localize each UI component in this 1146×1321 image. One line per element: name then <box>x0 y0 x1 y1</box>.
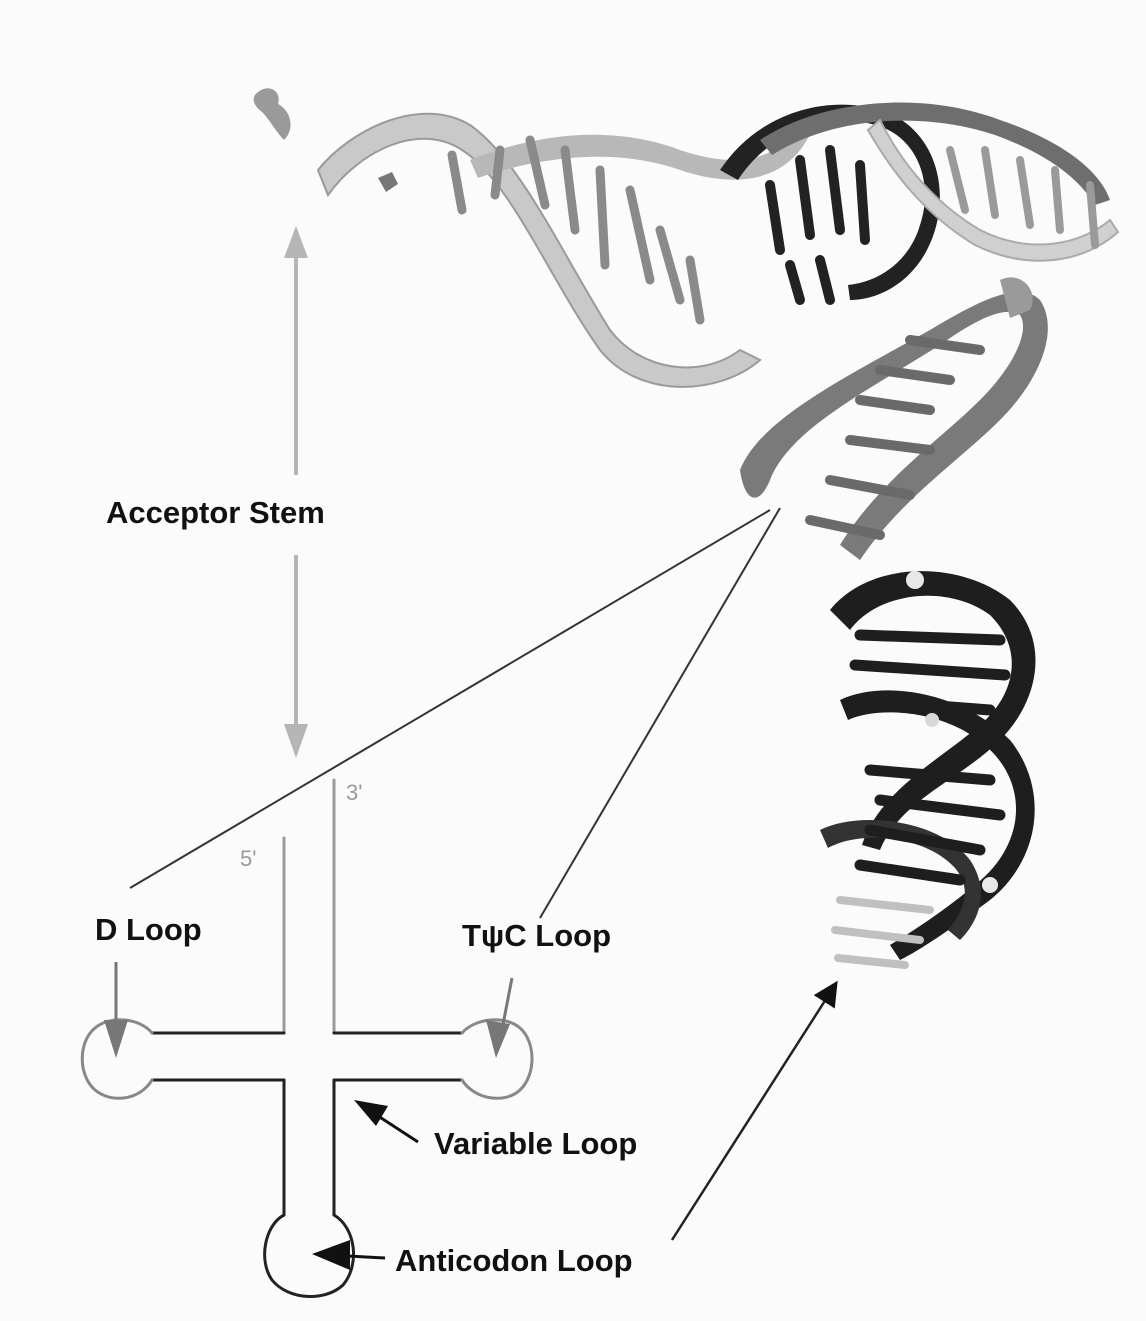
variable-loop-arrowhead <box>354 1100 388 1126</box>
acceptor-stem-label: Acceptor Stem <box>106 495 325 530</box>
tpsic-loop-connector <box>540 508 780 918</box>
acceptor-stem-arrow <box>284 226 308 758</box>
five-prime-label: 5' <box>240 846 256 871</box>
anticodon-loop-connector <box>672 985 835 1240</box>
variable-loop-label: Variable Loop <box>434 1126 637 1161</box>
cloverleaf-schematic <box>82 780 532 1296</box>
three-prime-label: 3' <box>346 780 362 805</box>
d-loop-connector <box>130 510 770 888</box>
anticodon-loop-arrowhead <box>312 1240 350 1270</box>
anticodon-loop-label: Anticodon Loop <box>395 1243 633 1278</box>
tpsic-loop-label: TψC Loop <box>462 918 611 953</box>
d-loop-arrowhead <box>104 1020 128 1058</box>
tpsic-loop-arrowhead <box>486 1020 510 1058</box>
trna-3d-ribbon-structure <box>254 88 1118 965</box>
d-loop-label: D Loop <box>95 912 202 947</box>
pointer-arrows <box>104 962 512 1270</box>
